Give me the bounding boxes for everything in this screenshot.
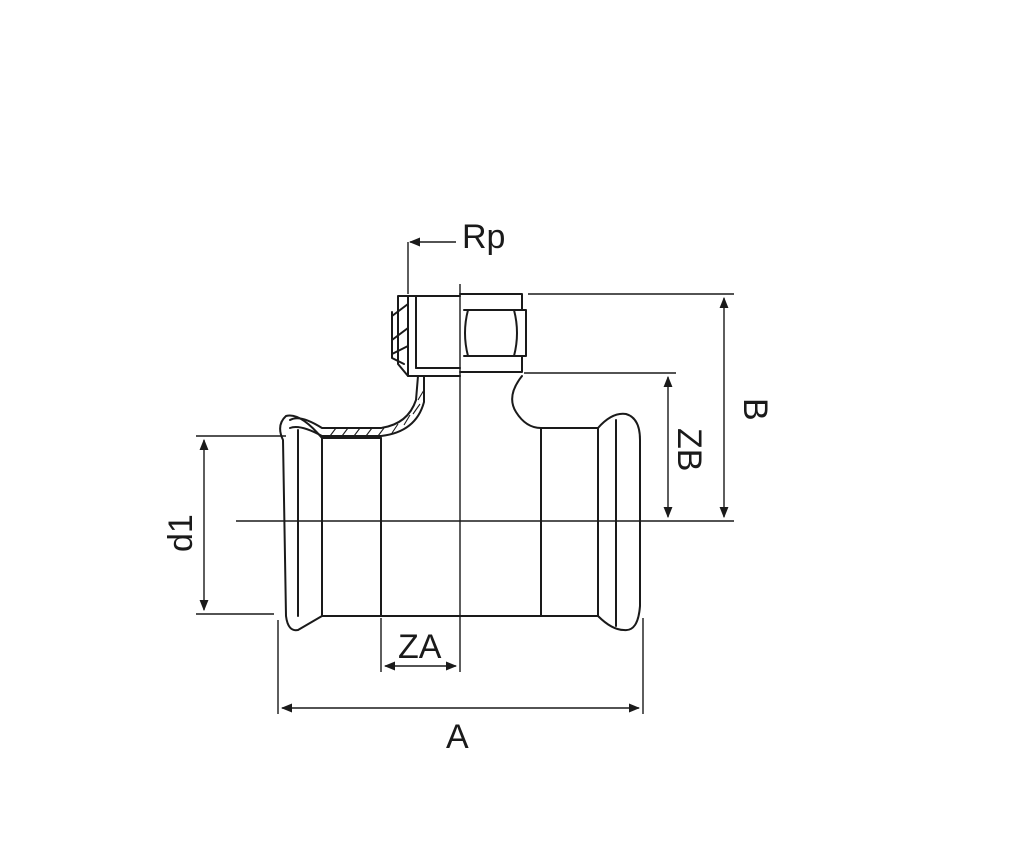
b-dimension: B [528, 293, 774, 522]
left-press-end-outline [279, 414, 382, 632]
tee-body [236, 284, 690, 632]
za-label: ZA [398, 628, 442, 666]
cutaway-wall-inner [289, 375, 425, 437]
branch-neck-curve [511, 375, 542, 429]
za-dimension: ZA [380, 618, 461, 672]
a-label: A [446, 718, 469, 756]
a-dimension: A [277, 618, 644, 756]
zb-label: ZB [670, 428, 708, 471]
b-label: B [736, 398, 774, 421]
branch-hex-left-edge [391, 311, 405, 365]
branch-thread-hatch [391, 303, 409, 355]
d1-dimension: d1 [162, 435, 286, 615]
cutaway-wall-outer [289, 375, 419, 429]
threaded-branch [391, 293, 527, 377]
rp-label: Rp [462, 218, 505, 256]
branch-hex-outline [459, 293, 527, 373]
rp-dimension: Rp [407, 218, 505, 294]
right-press-end-outline [540, 412, 641, 632]
branch-hex-faces [463, 309, 523, 357]
zb-dimension: ZB [524, 372, 708, 519]
d1-label: d1 [162, 514, 200, 552]
cutaway-hatch [329, 389, 425, 437]
